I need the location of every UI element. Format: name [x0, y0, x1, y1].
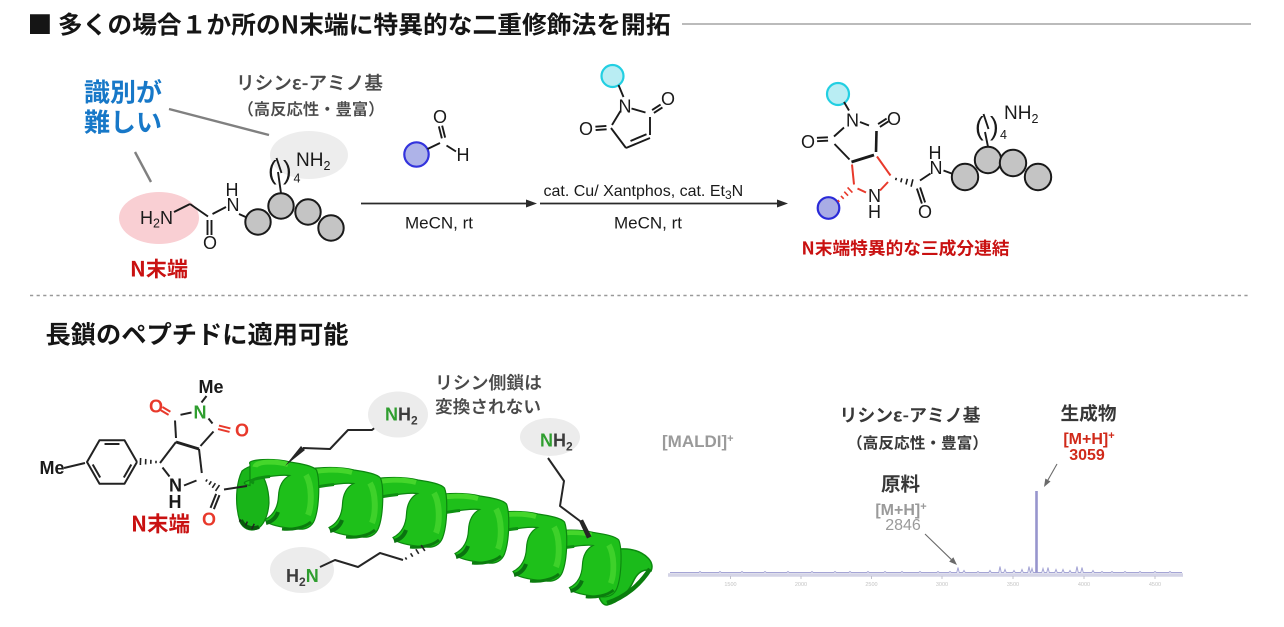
svg-text:[MALDI]+: [MALDI]+ — [662, 432, 734, 451]
svg-text:O: O — [149, 397, 163, 417]
svg-text:NH2: NH2 — [296, 150, 330, 173]
svg-text:1500: 1500 — [724, 582, 736, 588]
svg-text:O: O — [235, 421, 249, 441]
svg-text:O: O — [918, 202, 932, 222]
svg-text:[M+H]+: [M+H]+ — [875, 501, 926, 519]
svg-text:2846: 2846 — [885, 517, 921, 534]
svg-text:H2N: H2N — [140, 208, 173, 231]
svg-text:): ) — [990, 111, 999, 141]
svg-text:O: O — [433, 107, 447, 127]
svg-text:3500: 3500 — [1007, 582, 1019, 588]
svg-text:2500: 2500 — [865, 582, 877, 588]
svg-text:H: H — [457, 145, 470, 165]
svg-text:(: ( — [268, 155, 277, 185]
svg-text:N: N — [619, 97, 632, 117]
svg-text:O: O — [579, 119, 593, 139]
svg-text:): ) — [283, 155, 292, 185]
svg-text:3059: 3059 — [1069, 447, 1105, 464]
svg-text:4: 4 — [1000, 128, 1007, 142]
svg-text:Me: Me — [198, 377, 223, 397]
svg-text:MeCN, rt: MeCN, rt — [614, 214, 682, 233]
svg-text:H: H — [226, 180, 239, 200]
svg-text:2000: 2000 — [795, 582, 807, 588]
svg-text:N: N — [227, 195, 240, 215]
svg-text:N: N — [194, 403, 207, 423]
svg-text:N: N — [868, 186, 881, 206]
svg-text:O: O — [661, 89, 675, 109]
svg-text:N: N — [846, 111, 859, 131]
svg-text:O: O — [202, 510, 216, 530]
svg-text:NH2: NH2 — [540, 431, 573, 454]
svg-text:NH2: NH2 — [385, 405, 418, 428]
svg-text:NH2: NH2 — [1004, 103, 1038, 126]
svg-text:Me: Me — [39, 458, 64, 478]
svg-text:H2N: H2N — [286, 566, 319, 589]
svg-text:cat. Cu/ Xantphos, cat. Et3N: cat. Cu/ Xantphos, cat. Et3N — [544, 183, 744, 202]
svg-text:4000: 4000 — [1078, 582, 1090, 588]
svg-text:O: O — [887, 109, 901, 129]
svg-text:4500: 4500 — [1149, 582, 1161, 588]
svg-text:N: N — [169, 476, 182, 496]
svg-text:H: H — [868, 202, 881, 222]
svg-text:O: O — [203, 233, 217, 253]
svg-text:3000: 3000 — [936, 582, 948, 588]
svg-text:4: 4 — [294, 172, 301, 186]
svg-text:(: ( — [975, 111, 984, 141]
svg-text:N: N — [930, 158, 943, 178]
svg-text:[M+H]+: [M+H]+ — [1063, 430, 1114, 448]
svg-text:O: O — [801, 132, 815, 152]
svg-text:H: H — [169, 492, 182, 512]
svg-text:H: H — [929, 143, 942, 163]
svg-text:MeCN, rt: MeCN, rt — [405, 214, 473, 233]
